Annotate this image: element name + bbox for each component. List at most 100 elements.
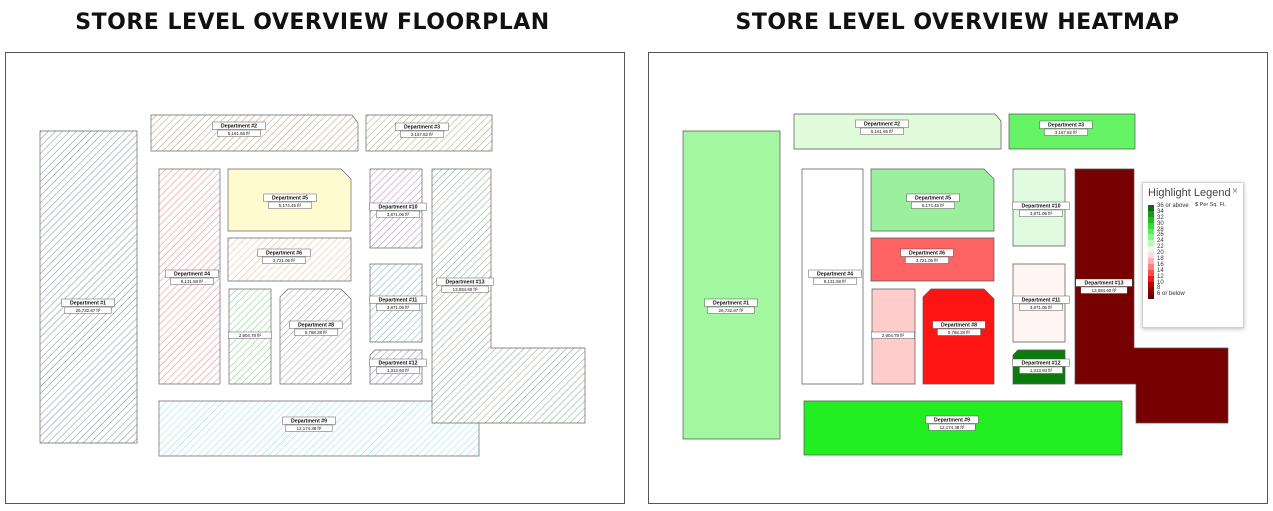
floorplan-label-department-3: Department #3: [404, 125, 440, 131]
floorplan-department-1[interactable]: [39, 130, 138, 444]
legend-title: Highlight Legend: [1148, 187, 1231, 199]
floorplan-label-department-4: Department #4: [174, 272, 210, 278]
legend-label: 12: [1157, 273, 1164, 280]
legend-label: 34: [1157, 208, 1164, 215]
legend-swatch: [1148, 210, 1154, 217]
heatmap-area-d11: 3,871.06 ft²: [1030, 305, 1053, 310]
legend-label: 28: [1157, 226, 1164, 233]
legend-swatch: [1148, 205, 1154, 211]
heatmap-label-department-1: Department #1: [713, 301, 749, 307]
floorplan-area-d13: 13,084.60 ft²: [453, 287, 478, 292]
heatmap-label-department-6: Department #6: [909, 251, 945, 257]
legend-swatch: [1148, 216, 1154, 223]
heatmap-area-d2: 5,161.65 ft²: [871, 129, 894, 134]
floorplan-label-department-9: Department #9: [291, 419, 327, 425]
floorplan-area-d10: 3,871.06 ft²: [387, 212, 410, 217]
floorplan-label-department-6: Department #6: [266, 251, 302, 257]
legend-swatch: [1148, 287, 1154, 294]
floorplan-label-department-13: Department #13: [446, 280, 485, 286]
heatmap-label-department-5: Department #5: [915, 196, 951, 202]
legend-label: 6 or below: [1157, 291, 1185, 298]
heatmap-area-d5: 5,174.45 ft²: [922, 203, 945, 208]
heatmap-area-d9: 12,174.38 ft²: [940, 425, 965, 430]
heatmap-label-department-9: Department #9: [934, 418, 970, 424]
legend-label: 14: [1157, 267, 1164, 274]
legend-label: 26: [1157, 232, 1164, 239]
floorplan-area-d3: 3,167.82 ft²: [411, 132, 434, 137]
floorplan-area-d12: 1,313.93 ft²: [387, 368, 410, 373]
legend-swatch: [1148, 281, 1154, 288]
legend-swatch: [1148, 228, 1154, 235]
floorplan-area-d8: 5,788.28 ft²: [305, 330, 328, 335]
heatmap-area-d8: 5,788.28 ft²: [948, 330, 971, 335]
legend-label: 24: [1157, 238, 1164, 245]
floorplan-department-8[interactable]: [279, 288, 352, 385]
floorplan-label-department-2: Department #2: [221, 124, 257, 130]
heatmap-label-department-12: Department #12: [1022, 361, 1061, 367]
floorplan-area-d5: 5,174.45 ft²: [279, 203, 302, 208]
floorplan-label-department-12: Department #12: [379, 361, 418, 367]
legend-label: 8: [1157, 285, 1161, 292]
floorplan-area-d2: 5,161.65 ft²: [228, 131, 251, 136]
floorplan-area-d6: 3,721.05 ft²: [273, 258, 296, 263]
legend-color-scale: [1148, 205, 1154, 300]
legend-swatch: [1148, 246, 1154, 253]
heatmap-area-d12: 1,313.93 ft²: [1030, 368, 1053, 373]
floorplan-label-department-8: Department #8: [298, 323, 334, 329]
heatmap-label-department-10: Department #10: [1022, 204, 1061, 210]
heatmap-department-1[interactable]: [682, 130, 781, 440]
heatmap-department-8[interactable]: [922, 288, 995, 385]
floorplan-label-department-1: Department #1: [70, 301, 106, 307]
legend-label: 30: [1157, 220, 1164, 227]
heatmap-department-13[interactable]: [1074, 168, 1229, 424]
legend-label: 20: [1157, 250, 1164, 257]
legend-close-icon[interactable]: ×: [1232, 186, 1238, 197]
legend-label: 16: [1157, 261, 1164, 268]
legend-swatch: [1148, 263, 1154, 270]
heatmap-label-department-8: Department #8: [941, 323, 977, 329]
heatmap-area-d13: 13,084.60 ft²: [1092, 288, 1117, 293]
legend-swatch: [1148, 240, 1154, 247]
legend-subtitle: $ Per Sq. Ft.: [1195, 202, 1226, 208]
floorplan-area-d4: 8,131.58 ft²: [181, 279, 204, 284]
legend-swatch: [1148, 222, 1154, 229]
legend-swatch: [1148, 234, 1154, 241]
legend-label: 10: [1157, 279, 1164, 286]
heatmap-label-department-13: Department #13: [1085, 281, 1124, 287]
legend-swatch: [1148, 252, 1154, 259]
floorplan-area-d7: 2,904.78 ft²: [239, 333, 262, 338]
legend-swatch: [1148, 293, 1154, 300]
legend-label: 22: [1157, 244, 1164, 251]
heatmap-area-d4: 8,131.58 ft²: [824, 279, 847, 284]
heatmap-area-d6: 3,721.05 ft²: [916, 258, 939, 263]
legend-label: 32: [1157, 214, 1164, 221]
floorplan-area-d11: 3,871.06 ft²: [387, 305, 410, 310]
floorplan-label-department-10: Department #10: [379, 205, 418, 211]
heatmap-area-d1: 26,732.87 ft²: [719, 308, 744, 313]
highlight-legend[interactable]: Highlight Legend × $ Per Sq. Ft. 36 or a…: [1142, 182, 1244, 328]
floorplan-label-department-11: Department #11: [379, 298, 418, 304]
floorplan-area-d9: 12,174.38 ft²: [297, 426, 322, 431]
floorplan-department-13[interactable]: [431, 168, 586, 424]
legend-swatch: [1148, 258, 1154, 264]
floorplan-label-department-5: Department #5: [272, 196, 308, 202]
heatmap-title: STORE LEVEL OVERVIEW HEATMAP: [735, 10, 1180, 35]
legend-swatch: [1148, 275, 1154, 282]
heatmap-area-d10: 3,871.06 ft²: [1030, 211, 1053, 216]
heatmap-area-d3: 3,167.82 ft²: [1055, 130, 1078, 135]
floorplan-area-d1: 26,732.87 ft²: [76, 308, 101, 313]
heatmap-label-department-11: Department #11: [1022, 298, 1061, 304]
legend-swatch: [1148, 269, 1154, 276]
heatmap-label-department-3: Department #3: [1048, 123, 1084, 129]
floorplan-title: STORE LEVEL OVERVIEW FLOORPLAN: [75, 10, 550, 35]
heatmap-label-department-4: Department #4: [817, 272, 853, 278]
legend-label: 18: [1157, 256, 1164, 263]
legend-label: 36 or above: [1157, 203, 1189, 209]
heatmap-area-d7: 2,904.78 ft²: [882, 333, 905, 338]
heatmap-label-department-2: Department #2: [864, 122, 900, 128]
